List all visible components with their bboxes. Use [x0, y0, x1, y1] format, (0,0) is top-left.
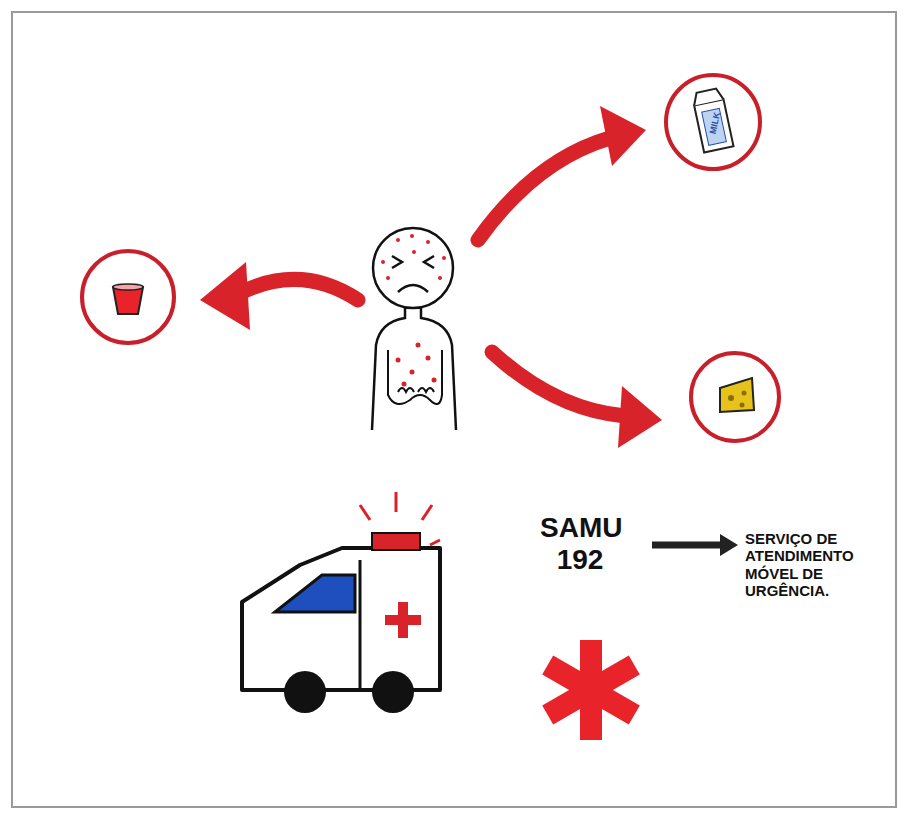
ambulance-body [242, 548, 440, 690]
rash-dot [432, 378, 437, 383]
siren-ray [360, 505, 370, 520]
carton-body [694, 99, 733, 152]
rash-dot [426, 240, 430, 244]
arms [388, 350, 442, 404]
rash-dot [426, 356, 431, 361]
ambulance [242, 492, 440, 713]
siren-light [372, 533, 420, 550]
hands [398, 388, 434, 392]
siren-ray [430, 540, 440, 545]
reaction-arrow [478, 138, 610, 240]
milk-carton [692, 88, 734, 153]
rash-dot [438, 276, 442, 280]
rash-dots [381, 234, 446, 387]
rash-dot [410, 234, 414, 238]
rash-dot [381, 260, 385, 264]
ambulance-window [275, 575, 355, 612]
arrow-head [618, 386, 662, 448]
star-of-life [542, 640, 640, 740]
cheese-icon [720, 378, 754, 412]
allergic-person [372, 228, 456, 430]
service-description: SERVIÇO DE ATENDIMENTO MÓVEL DE URGÊNCIA… [745, 530, 880, 599]
door-line [359, 560, 362, 690]
rash-dot [386, 276, 390, 280]
rash-dot [416, 343, 421, 348]
red-cross [385, 615, 421, 625]
wheel [372, 671, 414, 713]
rash-dot [410, 370, 415, 375]
body-outline [421, 308, 456, 430]
cup-rim [113, 284, 143, 290]
star-arm [542, 655, 640, 724]
eye [424, 256, 434, 268]
siren-ray [395, 492, 398, 512]
pointer-head [720, 534, 738, 556]
rash-dot [412, 250, 416, 254]
carton-top [692, 88, 724, 106]
cheese-hole [742, 391, 747, 396]
arrow-head [600, 106, 646, 166]
mouth [398, 285, 428, 292]
eye [392, 256, 402, 268]
item-circle [82, 251, 174, 343]
siren-ray [422, 505, 432, 520]
star-arm [542, 655, 640, 724]
pointer-arrow [652, 542, 722, 549]
rash-dot [396, 358, 401, 363]
arrow-head [200, 262, 250, 330]
reaction-arrow [492, 352, 625, 416]
cheese-hole [728, 395, 734, 401]
frame [12, 12, 896, 807]
head [373, 228, 453, 308]
reaction-arrow [238, 279, 358, 300]
item-circle [666, 75, 760, 169]
item-circle [691, 353, 779, 441]
cup-icon [113, 287, 143, 314]
wheel [284, 671, 326, 713]
rash-dot [442, 256, 446, 260]
rash-dot [402, 382, 407, 387]
cheese-hole [740, 403, 745, 408]
rash-dot [396, 238, 400, 242]
service-name: SAMU 192 [540, 512, 620, 576]
